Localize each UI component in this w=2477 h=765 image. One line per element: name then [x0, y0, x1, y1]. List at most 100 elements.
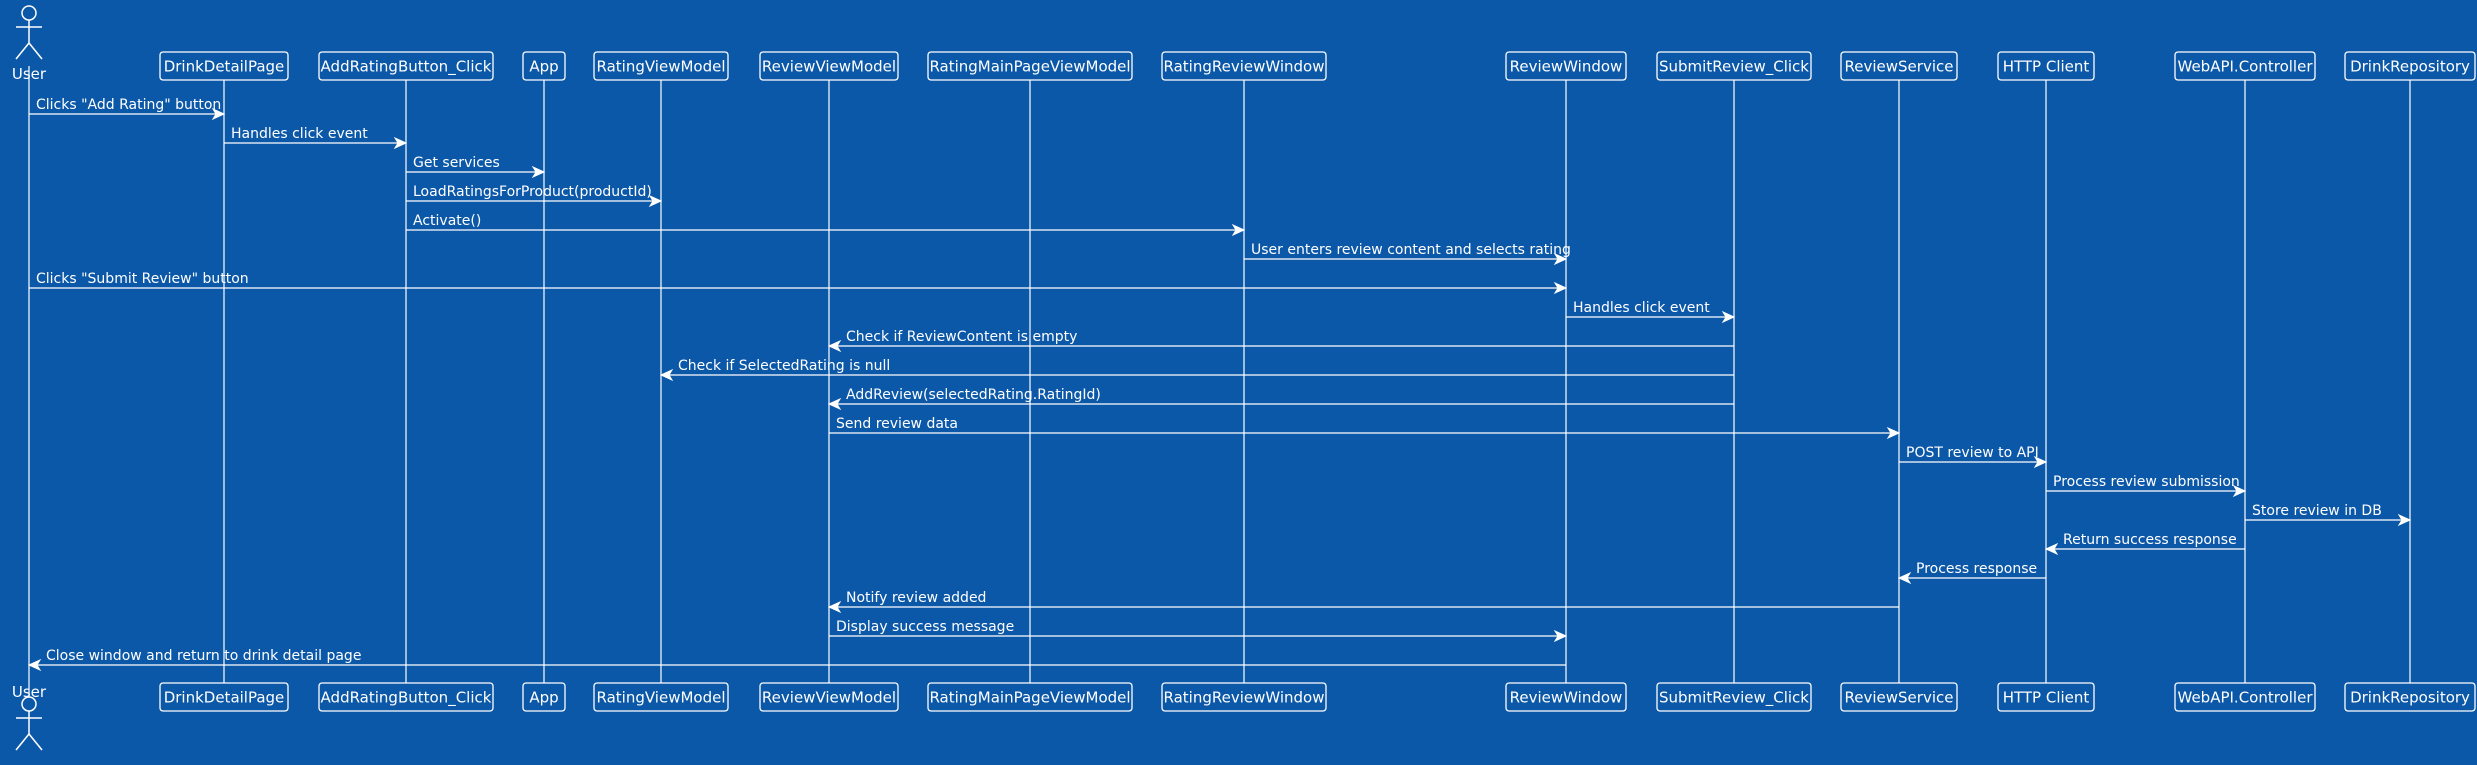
participant-app-bottom: App	[522, 682, 566, 712]
participant-webapi-top: WebAPI.Controller	[2174, 51, 2316, 81]
participant-box	[159, 51, 289, 81]
actor-head	[21, 5, 37, 21]
participant-drinkdetail-top: DrinkDetailPage	[159, 51, 289, 81]
participant-label: ReviewWindow	[1510, 58, 1623, 76]
message-label: Handles click event	[231, 126, 368, 142]
participant-reviewwin-top: ReviewWindow	[1505, 51, 1627, 81]
message-label: LoadRatingsForProduct(productId)	[413, 184, 652, 200]
message-13: POST review to API	[1899, 445, 2048, 469]
message-label: POST review to API	[1906, 445, 2039, 461]
message-label: Notify review added	[846, 590, 986, 606]
message-label: Get services	[413, 155, 500, 171]
participant-label: RatingMainPageViewModel	[929, 58, 1130, 76]
message-4: LoadRatingsForProduct(productId)	[406, 184, 663, 208]
participant-reviewservice-top: ReviewService	[1840, 51, 1958, 81]
participant-box	[2174, 682, 2316, 712]
message-arrowhead	[393, 136, 408, 150]
message-label: User enters review content and selects r…	[1251, 242, 1571, 258]
participant-label: RatingViewModel	[597, 58, 726, 76]
participant-label: SubmitReview_Click	[1659, 58, 1809, 77]
participant-label: ReviewViewModel	[762, 689, 896, 707]
participant-box	[318, 51, 494, 81]
actor-leg-right	[28, 733, 43, 751]
participant-box	[1161, 682, 1327, 712]
participant-ratingmain-top: RatingMainPageViewModel	[927, 51, 1133, 81]
participant-drinkdetail-bottom: DrinkDetailPage	[159, 682, 289, 712]
participant-box	[318, 682, 494, 712]
participant-label: HTTP Client	[2003, 689, 2090, 707]
participant-box	[593, 682, 729, 712]
participant-label: User	[12, 683, 47, 701]
participant-addrating-bottom: AddRatingButton_Click	[318, 682, 494, 712]
participant-label: DrinkRepository	[2350, 689, 2470, 707]
participant-drinkrepo-top: DrinkRepository	[2344, 51, 2476, 81]
message-label: Close window and return to drink detail …	[46, 648, 361, 664]
participant-label: RatingReviewWindow	[1163, 58, 1324, 76]
participants-top: User DrinkDetailPage AddRatingButton_Click…	[12, 5, 2476, 83]
message-12: Send review data	[829, 416, 1901, 440]
message-arrowhead	[648, 194, 663, 208]
participant-label: RatingViewModel	[597, 689, 726, 707]
participant-label: WebAPI.Controller	[2178, 58, 2314, 76]
participant-box	[159, 682, 289, 712]
participant-app-top: App	[522, 51, 566, 81]
participant-webapi-bottom: WebAPI.Controller	[2174, 682, 2316, 712]
participant-box	[1161, 51, 1327, 81]
message-label: Handles click event	[1573, 300, 1710, 316]
participant-ratingvm-bottom: RatingViewModel	[593, 682, 729, 712]
message-arrowhead	[1553, 281, 1568, 295]
participant-httpclient-top: HTTP Client	[1997, 51, 2095, 81]
participant-addrating-top: AddRatingButton_Click	[318, 51, 494, 81]
message-19: Display success message	[829, 619, 1568, 643]
participant-box	[522, 682, 566, 712]
message-label: Return success response	[2063, 532, 2237, 548]
actor-leg-left	[15, 42, 30, 60]
message-arrowhead	[2232, 484, 2247, 498]
participant-box	[1505, 51, 1627, 81]
message-18: Notify review added	[827, 590, 1899, 614]
participant-box	[1505, 682, 1627, 712]
message-label: Check if SelectedRating is null	[678, 358, 890, 374]
participant-reviewwin-bottom: ReviewWindow	[1505, 682, 1627, 712]
participant-label: DrinkDetailPage	[164, 58, 285, 76]
message-arrowhead	[2033, 455, 2048, 469]
message-arrowhead	[531, 165, 546, 179]
message-11: AddReview(selectedRating.RatingId)	[827, 387, 1734, 411]
participant-submitreview-top: SubmitReview_Click	[1656, 51, 1812, 81]
participant-label: SubmitReview_Click	[1659, 689, 1809, 708]
participant-reviewservice-bottom: ReviewService	[1840, 682, 1958, 712]
participant-label: User	[12, 65, 47, 83]
message-10: Check if SelectedRating is null	[659, 358, 1734, 382]
message-arrowhead	[1553, 629, 1568, 643]
participant-box	[1656, 51, 1812, 81]
participant-ratingreviewwin-bottom: RatingReviewWindow	[1161, 682, 1327, 712]
message-label: Process review submission	[2053, 474, 2240, 490]
message-16: Return success response	[2044, 532, 2245, 556]
message-label: Send review data	[836, 416, 958, 432]
message-label: Clicks "Submit Review" button	[36, 271, 249, 287]
participant-box	[759, 682, 899, 712]
message-arrowhead	[659, 368, 674, 382]
participant-box	[2344, 51, 2476, 81]
message-3: Get services	[406, 155, 546, 179]
message-20: Close window and return to drink detail …	[27, 648, 1566, 672]
message-arrowhead	[827, 397, 842, 411]
participant-box	[593, 51, 729, 81]
participant-label: DrinkDetailPage	[164, 689, 285, 707]
message-9: Check if ReviewContent is empty	[827, 329, 1734, 353]
participant-label: HTTP Client	[2003, 58, 2090, 76]
participant-label: ReviewWindow	[1510, 689, 1623, 707]
participant-box	[2344, 682, 2476, 712]
message-6: User enters review content and selects r…	[1244, 242, 1571, 266]
participant-box	[927, 51, 1133, 81]
message-label: Activate()	[413, 213, 481, 229]
participant-drinkrepo-bottom: DrinkRepository	[2344, 682, 2476, 712]
participant-box	[1997, 51, 2095, 81]
participant-box	[927, 682, 1133, 712]
message-arrowhead	[27, 658, 42, 672]
message-label: Store review in DB	[2252, 503, 2382, 519]
actor-leg-left	[15, 733, 30, 751]
participant-box	[522, 51, 566, 81]
